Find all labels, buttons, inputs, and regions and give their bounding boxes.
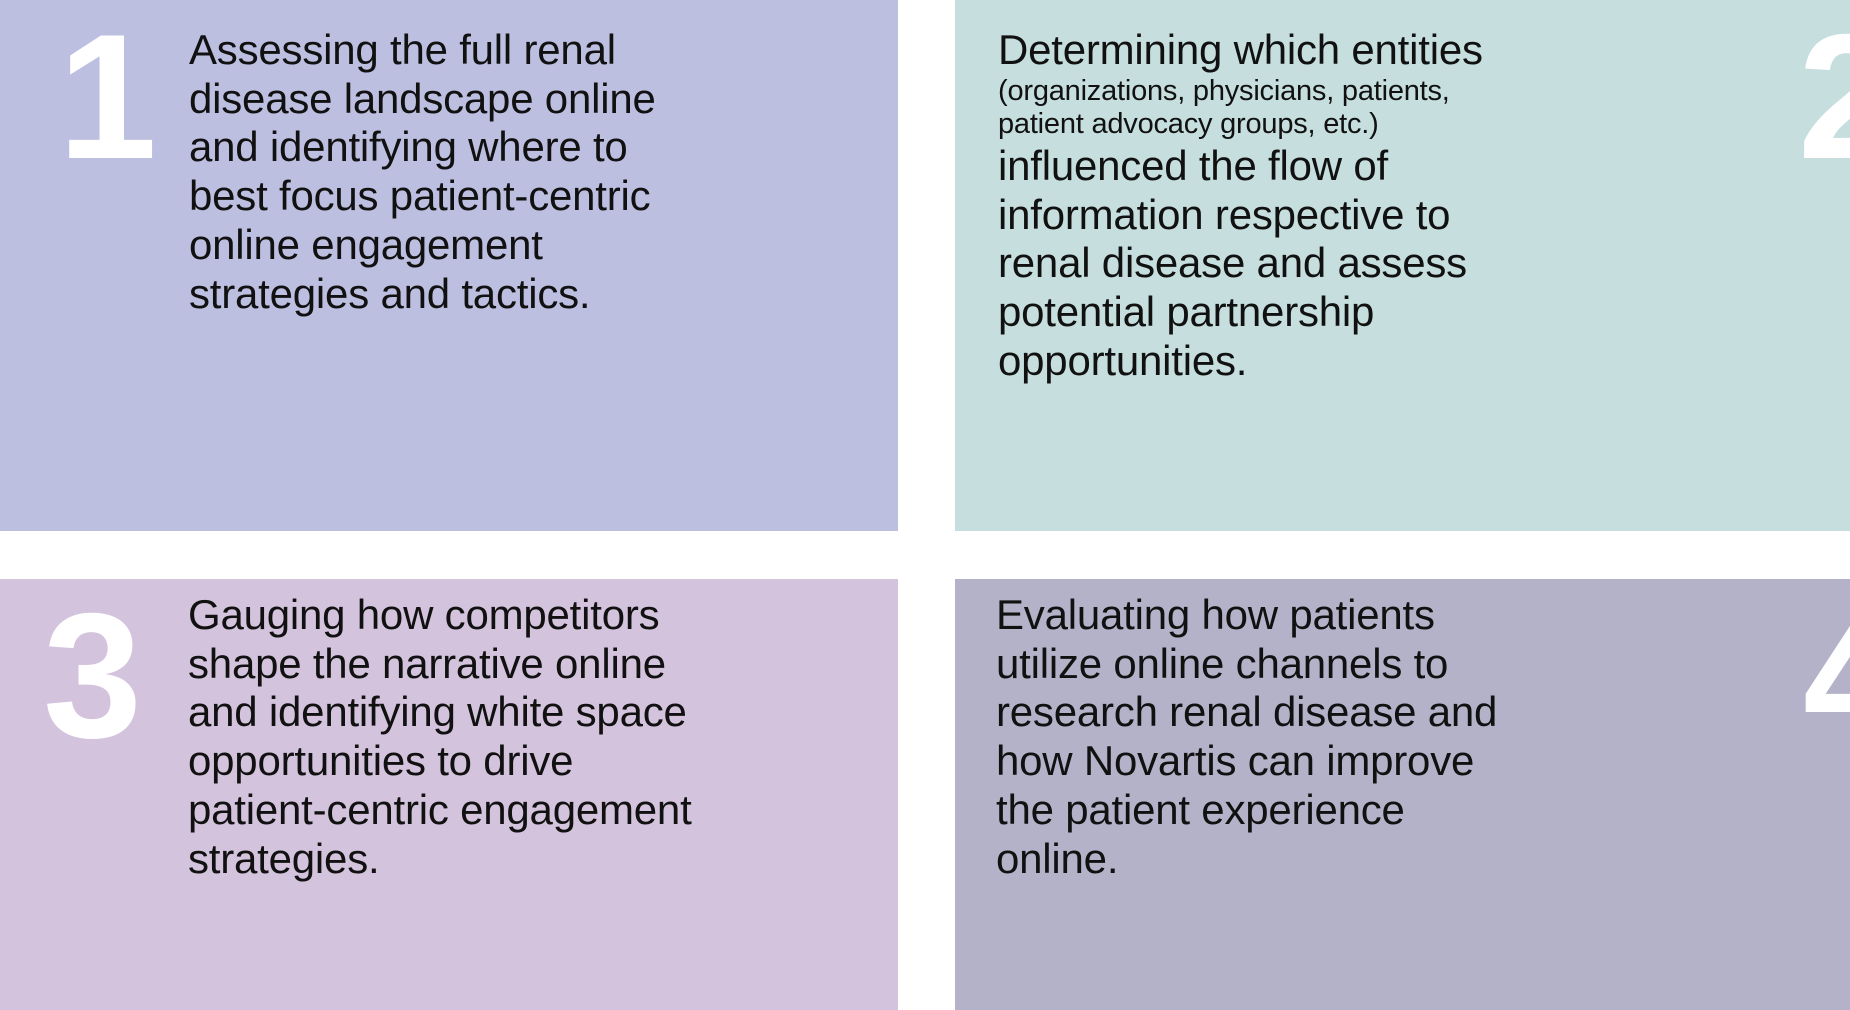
objective-text-line: online. [996, 834, 1119, 882]
objective-panel-1: 1 Assessing the full renal disease lands… [0, 0, 898, 531]
objective-number-4: 4 [1803, 586, 1850, 764]
objective-text-line: potential partnership [998, 288, 1375, 336]
objective-text-line: strategies. [188, 834, 380, 882]
objective-panel-4: 4 Evaluating how patients utilize online… [955, 579, 1850, 1010]
objective-text-line: renal disease and assess [998, 239, 1467, 287]
objective-panel-3: 3 Gauging how competitors shape the narr… [0, 579, 898, 1010]
objective-text-line: patient-centric engagement [188, 785, 692, 833]
objective-text-3: Gauging how competitors shape the narrat… [188, 591, 888, 883]
objective-text-4: Evaluating how patients utilize online c… [996, 591, 1636, 883]
objective-text-line: Assessing the full renal [189, 26, 616, 73]
objective-text-2: Determining which entities (organization… [998, 26, 1638, 386]
objective-text-line: and identifying where to [189, 123, 628, 171]
objective-text-line: disease landscape online [189, 74, 656, 122]
objective-text-line: and identifying white space [188, 688, 687, 736]
objective-text-parenthetical-line: patient advocacy groups, etc.) [998, 108, 1379, 141]
objective-text-line: utilize online channels to [996, 639, 1449, 687]
objective-text-line: research renal disease and [996, 688, 1498, 736]
objective-text-line: how Novartis can improve [996, 737, 1475, 785]
objective-text-line: strategies and tactics. [189, 269, 591, 317]
objective-text-line: information respective to [998, 190, 1451, 238]
objective-panel-2: 2 Determining which entities (organizati… [955, 0, 1850, 531]
objective-text-line: best focus patient-centric [189, 172, 651, 220]
objective-text-line: Evaluating how patients [996, 591, 1435, 638]
objective-number-2: 2 [1798, 0, 1850, 196]
objective-text-line: online engagement [189, 220, 543, 268]
objective-number-3: 3 [43, 579, 142, 775]
objective-text-line: the patient experience [996, 785, 1405, 833]
objective-number-1: 1 [58, 0, 157, 196]
objective-text-line: opportunities. [998, 336, 1248, 384]
objective-text-line: opportunities to drive [188, 737, 574, 785]
objective-text-1: Assessing the full renal disease landsca… [189, 26, 849, 318]
objective-text-line: shape the narrative online [188, 639, 666, 687]
objective-text-line: Gauging how competitors [188, 591, 660, 638]
objective-text-line: influenced the flow of [998, 141, 1388, 189]
objective-text-parenthetical-line: (organizations, physicians, patients, [998, 74, 1450, 107]
objective-text-line: Determining which entities [998, 26, 1483, 73]
